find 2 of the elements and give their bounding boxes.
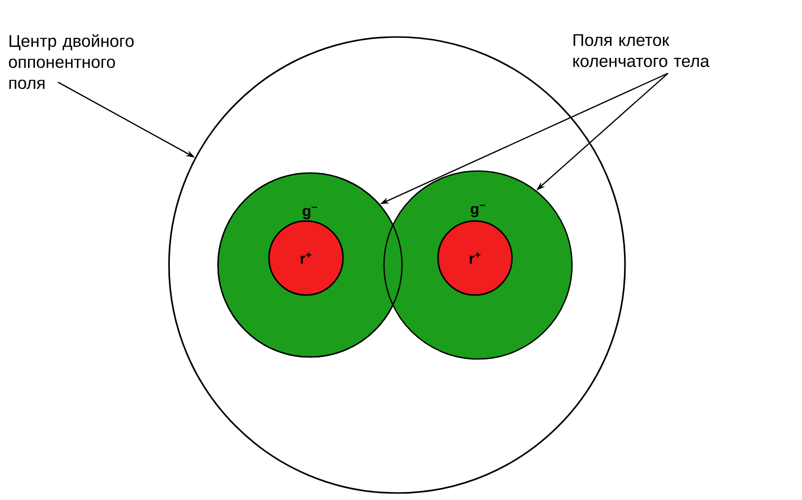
callout-label: Центр двойного оппонентного поля: [8, 34, 134, 89]
callout-label: Поля клеток коленчатого тела: [573, 34, 710, 68]
